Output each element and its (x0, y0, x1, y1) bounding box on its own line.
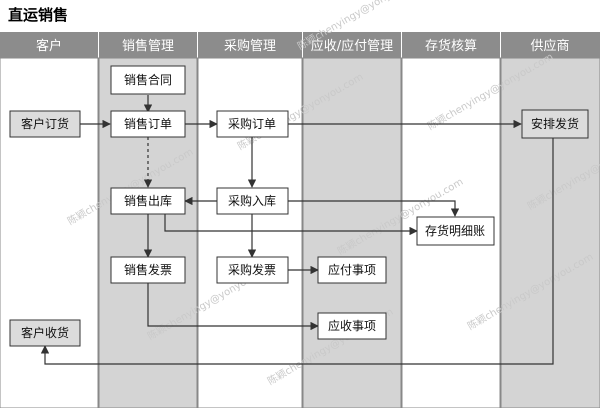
edge-sales-invoice-to-receivable (147, 283, 319, 331)
node-label: 应收事项 (328, 318, 376, 333)
node-sales-invoice: 销售发票 (110, 256, 186, 284)
lane-label-purchase: 采购管理 (224, 38, 276, 54)
node-label: 客户订货 (21, 116, 69, 131)
node-inventory-ledger: 存货明细账 (416, 216, 495, 246)
lane-header-supplier (501, 32, 600, 58)
node-label: 采购入库 (228, 193, 276, 208)
lane-header-inventory (402, 32, 500, 58)
lane-label-apar: 应收/应付管理 (311, 38, 393, 54)
node-label: 销售订单 (124, 116, 172, 131)
lane-body-apar (302, 57, 402, 408)
node-label: 客户收货 (21, 325, 69, 340)
connectors (40, 95, 554, 365)
edge-arrange-delivery-to-customer-receipt (40, 138, 554, 365)
node-purchase-order: 采购订单 (216, 110, 289, 138)
node-purchase-inbound: 采购入库 (216, 187, 289, 215)
node-label: 安排发货 (531, 116, 579, 131)
node-customer-receipt: 客户收货 (9, 319, 81, 347)
edge-outbound-to-inventory-ledger (164, 214, 418, 236)
node-label: 采购发票 (228, 262, 276, 277)
edge-inbound-to-inventory-ledger (288, 200, 460, 217)
node-label: 应付事项 (328, 262, 376, 277)
lane-label-inventory: 存货核算 (425, 38, 477, 54)
lane-header-customer (0, 32, 98, 58)
nodes: 销售合同 销售订单 销售出库 销售发票 采购订单 采购入库 (9, 65, 589, 347)
lane-header-apar (303, 32, 401, 58)
node-label: 销售合同 (124, 72, 172, 87)
node-sales-order: 销售订单 (110, 110, 186, 138)
lane-label-supplier: 供应商 (530, 38, 569, 54)
lane-header-sales (99, 32, 197, 58)
node-sales-outbound: 销售出库 (110, 187, 186, 215)
node-purchase-invoice: 采购发票 (216, 256, 289, 284)
node-label: 销售出库 (124, 193, 172, 208)
node-payable: 应付事项 (317, 256, 387, 284)
node-customer-order: 客户订货 (9, 110, 81, 138)
node-receivable: 应收事项 (317, 312, 387, 340)
lane-label-customer: 客户 (36, 38, 62, 54)
node-label: 采购订单 (228, 116, 276, 131)
lane-label-sales: 销售管理 (122, 38, 174, 54)
page-title: 直运销售 (8, 6, 68, 24)
node-arrange-delivery: 安排发货 (521, 109, 589, 139)
lane-headers: 客户 销售管理 采购管理 应收/应付管理 存货核算 供应商 (0, 32, 600, 58)
node-label: 销售发票 (124, 262, 172, 277)
node-sales-contract: 销售合同 (110, 65, 186, 95)
lane-header-purchase (198, 32, 302, 58)
node-label: 存货明细账 (425, 223, 485, 238)
